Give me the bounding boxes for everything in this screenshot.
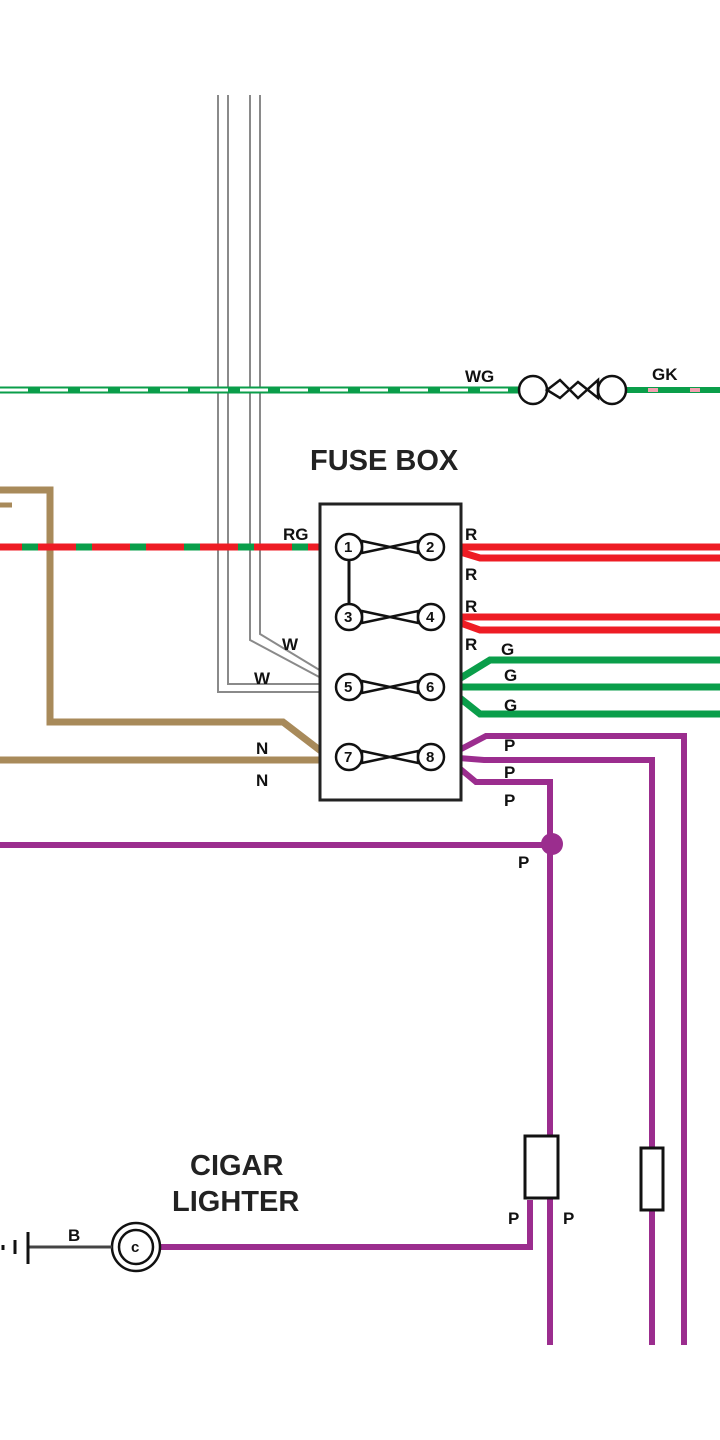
terminal-1: 1 <box>344 539 352 556</box>
label-g3: G <box>504 696 517 715</box>
label-w-lower: W <box>254 669 271 688</box>
terminal-4: 4 <box>426 609 435 626</box>
terminal-3: 3 <box>344 609 352 626</box>
fuse-box-title: FUSE BOX <box>310 445 459 477</box>
white-wire-inner-a <box>249 95 337 687</box>
white-wire-inner-b <box>259 95 337 681</box>
terminal-6: 6 <box>426 679 434 696</box>
fuse-pair-3-4: 3 4 <box>334 602 446 632</box>
label-p-lighter-left: P <box>508 1209 519 1228</box>
label-p-lighter-right: P <box>563 1209 574 1228</box>
label-p2: P <box>504 763 515 782</box>
white-wire-group <box>217 95 337 693</box>
label-rg: RG <box>283 525 309 544</box>
label-g1: G <box>501 640 514 659</box>
terminal-8: 8 <box>426 749 434 766</box>
white-wire-outer-a <box>217 95 336 693</box>
label-r2: R <box>465 565 477 584</box>
white-wire-outer-b <box>227 95 336 685</box>
inline-fuse-left <box>523 1134 560 1200</box>
fuse-pair-1-2: 1 2 <box>334 532 446 562</box>
label-gk: GK <box>652 365 678 384</box>
label-w-upper: W <box>282 635 299 654</box>
label-r3: R <box>465 597 477 616</box>
cigar-lighter-title-line2: LIGHTER <box>172 1186 299 1218</box>
label-p3: P <box>504 791 515 810</box>
red-outputs <box>442 543 720 634</box>
fuse-pair-5-6: 5 6 <box>334 672 446 702</box>
purple-outputs <box>145 733 687 1345</box>
terminal-2: 2 <box>426 539 434 556</box>
cigar-lighter-title-line1: CIGAR <box>190 1150 284 1182</box>
label-r1: R <box>465 525 477 544</box>
terminal-7: 7 <box>344 749 352 766</box>
fuse-pair-7-8: 7 8 <box>334 742 446 772</box>
cigar-lighter-symbol: c <box>110 1221 162 1273</box>
inline-fuse-symbol <box>517 374 628 406</box>
earth-connection <box>1 1232 112 1264</box>
green-outputs <box>443 656 720 718</box>
label-n-upper: N <box>256 739 268 758</box>
label-p-junction: P <box>518 853 529 872</box>
inline-fuse-right <box>639 1146 665 1212</box>
label-wg: WG <box>465 367 494 386</box>
label-r4: R <box>465 635 477 654</box>
label-b: B <box>68 1226 80 1245</box>
terminal-5: 5 <box>344 679 352 696</box>
label-n-lower: N <box>256 771 268 790</box>
cigar-lighter-terminal: c <box>131 1239 139 1256</box>
brown-wire <box>0 486 333 764</box>
label-g2: G <box>504 666 517 685</box>
label-p1: P <box>504 736 515 755</box>
wg-gk-line <box>0 374 720 406</box>
